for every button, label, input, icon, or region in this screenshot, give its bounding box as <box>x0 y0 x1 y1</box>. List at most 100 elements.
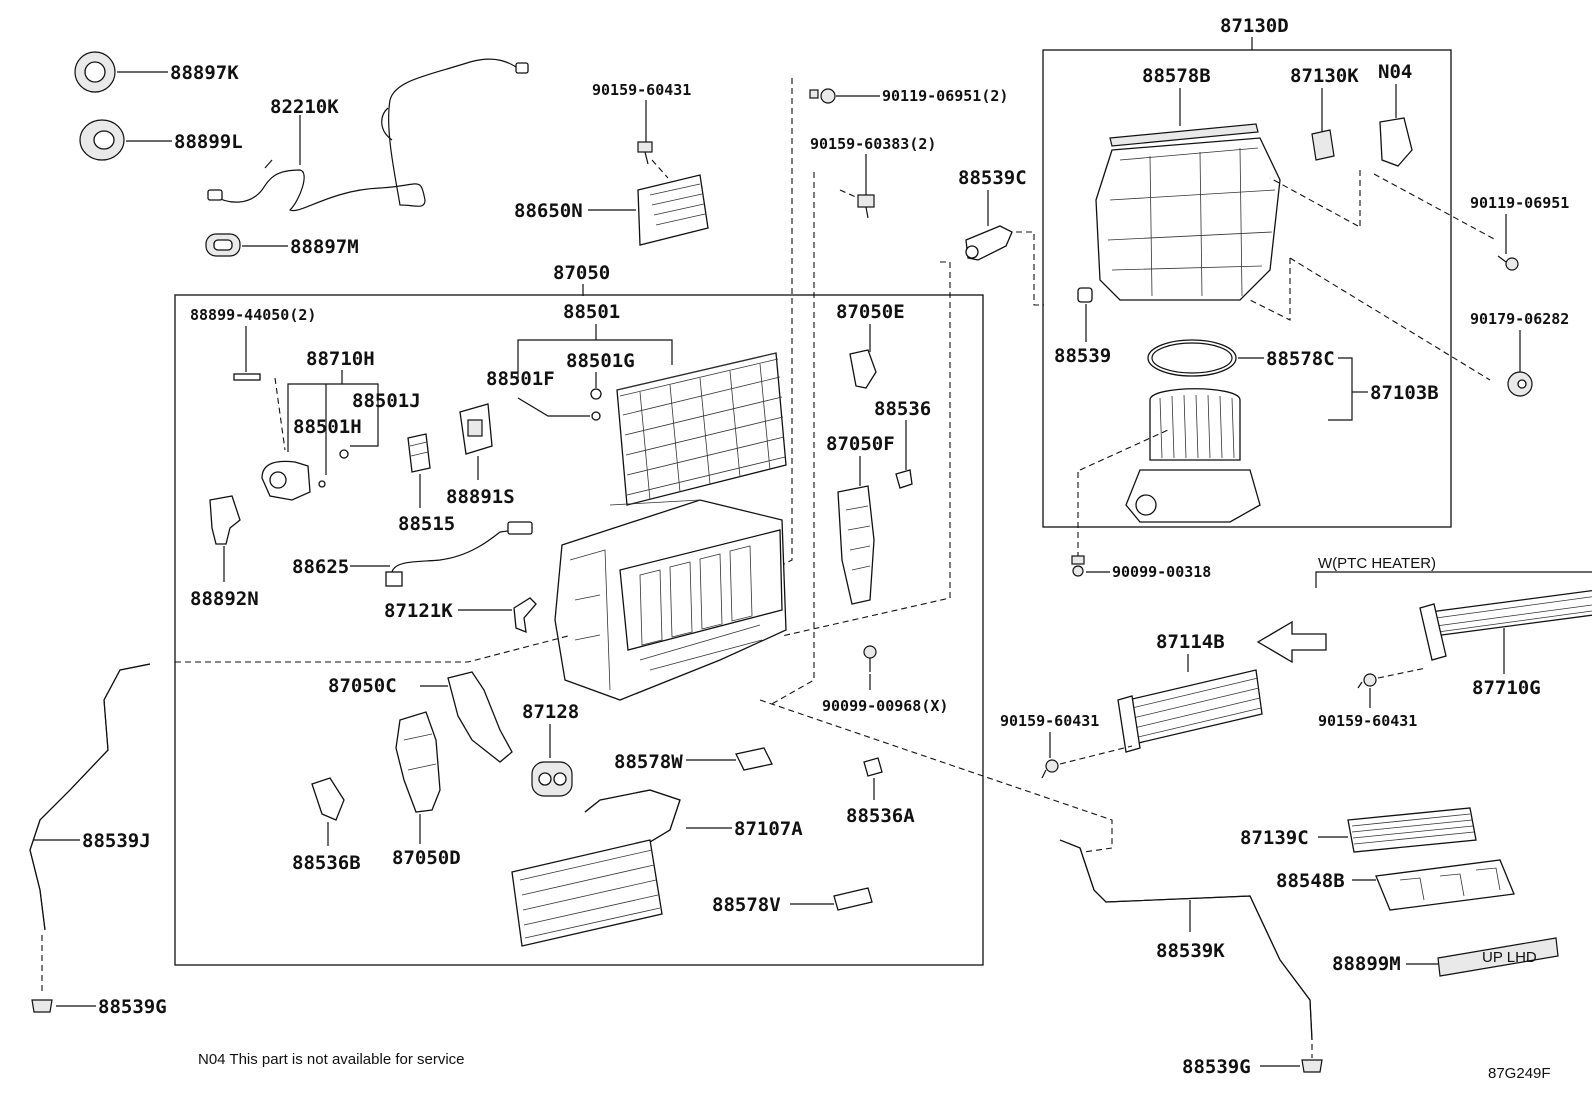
gasket-88578C <box>1147 339 1237 377</box>
screw-90119-06951 <box>809 88 836 104</box>
part-label-88897M: 88897M <box>290 236 359 258</box>
part-label-88650N: 88650N <box>514 200 583 222</box>
sensor-88892N <box>209 495 241 545</box>
heater-core-87107A <box>511 789 681 947</box>
o-ring-88501G <box>590 388 602 400</box>
part-label-87050: 87050 <box>553 262 610 284</box>
bracket-87121K <box>513 597 537 634</box>
evaporator-88501 <box>616 352 787 506</box>
grommet-90179-06282 <box>1507 371 1533 397</box>
part-label-88539K: 88539K <box>1156 940 1225 962</box>
o-ring-88501F <box>591 411 601 421</box>
part-label-N04: N04 <box>1378 61 1412 83</box>
part-label-90159-60383-2: 90159-60383(2) <box>810 135 936 153</box>
gasket-87128 <box>531 761 573 797</box>
part-label-88536: 88536 <box>874 398 931 420</box>
relay-88891S <box>459 403 493 455</box>
ptc-heater-87114B <box>1117 669 1263 753</box>
clamp-88539G-left <box>31 999 53 1013</box>
screw-90099-00318 <box>1071 555 1085 577</box>
part-label-88539J: 88539J <box>82 830 151 852</box>
part-label-88899M: 88899M <box>1332 953 1401 975</box>
hvac-case-87050 <box>554 499 787 701</box>
part-label-88710H: 88710H <box>306 348 375 370</box>
ptc-heater-87710G <box>1419 589 1592 661</box>
part-label-88548B: 88548B <box>1276 870 1345 892</box>
part-label-87050F: 87050F <box>826 433 895 455</box>
part-label-90159-60431-top: 90159-60431 <box>592 81 691 99</box>
screw-90159-60431-mid <box>1041 759 1059 779</box>
blower-unit-frame <box>1042 49 1452 528</box>
filter-door-88899M: UP LHD <box>1437 937 1559 977</box>
part-label-88539C: 88539C <box>958 167 1027 189</box>
actuator-88710H <box>261 460 311 501</box>
part-label-88891S: 88891S <box>446 486 515 508</box>
seal-88578W <box>735 747 773 771</box>
blower-motor-87103B <box>1125 388 1261 523</box>
part-label-88501J: 88501J <box>352 390 421 412</box>
part-label-87103B: 87103B <box>1370 382 1439 404</box>
part-label-88515: 88515 <box>398 513 455 535</box>
footnote: N04 This part is not available for servi… <box>198 1051 465 1068</box>
grommet-88897K <box>74 51 116 93</box>
seal-88578B <box>1109 123 1259 147</box>
part-label-87050C: 87050C <box>328 675 397 697</box>
part-label-88578C: 88578C <box>1266 348 1335 370</box>
actuator-87050D <box>395 711 441 813</box>
wire-harness-82210K <box>213 58 521 212</box>
blower-case-87130D <box>1095 137 1281 301</box>
drain-88539C <box>965 225 1013 261</box>
part-label-87050E: 87050E <box>836 301 905 323</box>
clip-88536B <box>311 777 345 821</box>
harness-88625 <box>385 521 533 587</box>
relay-87130K <box>1311 129 1335 161</box>
part-label-88501F: 88501F <box>486 368 555 390</box>
part-label-88501H: 88501H <box>293 416 362 438</box>
ptc-heater-bracket <box>1315 571 1592 588</box>
part-label-88578W: 88578W <box>614 751 683 773</box>
part-label-87121K: 87121K <box>384 600 453 622</box>
screw-90159-60383 <box>857 194 875 219</box>
part-label-88539G-right: 88539G <box>1182 1056 1251 1078</box>
screw-90159-60431-right <box>1357 673 1377 689</box>
part-label-90119-06951: 90119-06951 <box>1470 194 1569 212</box>
grommet-88897M <box>205 233 241 257</box>
part-label-88539: 88539 <box>1054 345 1111 367</box>
actuator-87050E <box>849 349 877 389</box>
air-filter-87139C <box>1347 807 1477 853</box>
part-label-88501: 88501 <box>563 301 620 323</box>
part-label-88578V: 88578V <box>712 894 781 916</box>
filter-cover-88548B <box>1375 859 1515 911</box>
sensor-88515 <box>407 433 431 473</box>
screw-90119-06951-right <box>1497 255 1519 271</box>
part-label-88899-44050-2: 88899-44050(2) <box>190 306 316 324</box>
part-label-90099-00318: 90099-00318 <box>1112 563 1211 581</box>
module-88650N <box>637 174 709 246</box>
part-label-90099-00968-X: 90099-00968(X) <box>822 697 948 715</box>
part-label-87710G: 87710G <box>1472 677 1541 699</box>
hose-88539J <box>29 663 151 931</box>
arrow-ptc-to-87114B <box>1256 620 1327 664</box>
part-label-88897K: 88897K <box>170 62 239 84</box>
filter-door-stamp: UP LHD <box>1482 949 1537 966</box>
part-label-88625: 88625 <box>292 556 349 578</box>
actuator-87050C <box>447 671 513 763</box>
part-label-88899L: 88899L <box>174 131 243 153</box>
diagram-code: 87G249F <box>1488 1065 1551 1082</box>
part-label-87139C: 87139C <box>1240 827 1309 849</box>
part-label-88578B: 88578B <box>1142 65 1211 87</box>
part-label-87130K: 87130K <box>1290 65 1359 87</box>
washer-88501H <box>318 480 326 488</box>
clip-88536 <box>895 469 913 489</box>
screw-90099-00968 <box>863 645 877 672</box>
seal-88578V <box>833 887 873 911</box>
part-label-90159-60431-right: 90159-60431 <box>1318 712 1417 730</box>
part-label-87050D: 87050D <box>392 847 461 869</box>
plug-88539 <box>1077 287 1093 303</box>
actuator-87050F <box>837 485 875 605</box>
part-label-88536A: 88536A <box>846 805 915 827</box>
part-label-82210K: 82210K <box>270 96 339 118</box>
clamp-88539G-right <box>1301 1059 1323 1073</box>
part-label-87130D: 87130D <box>1220 15 1289 37</box>
